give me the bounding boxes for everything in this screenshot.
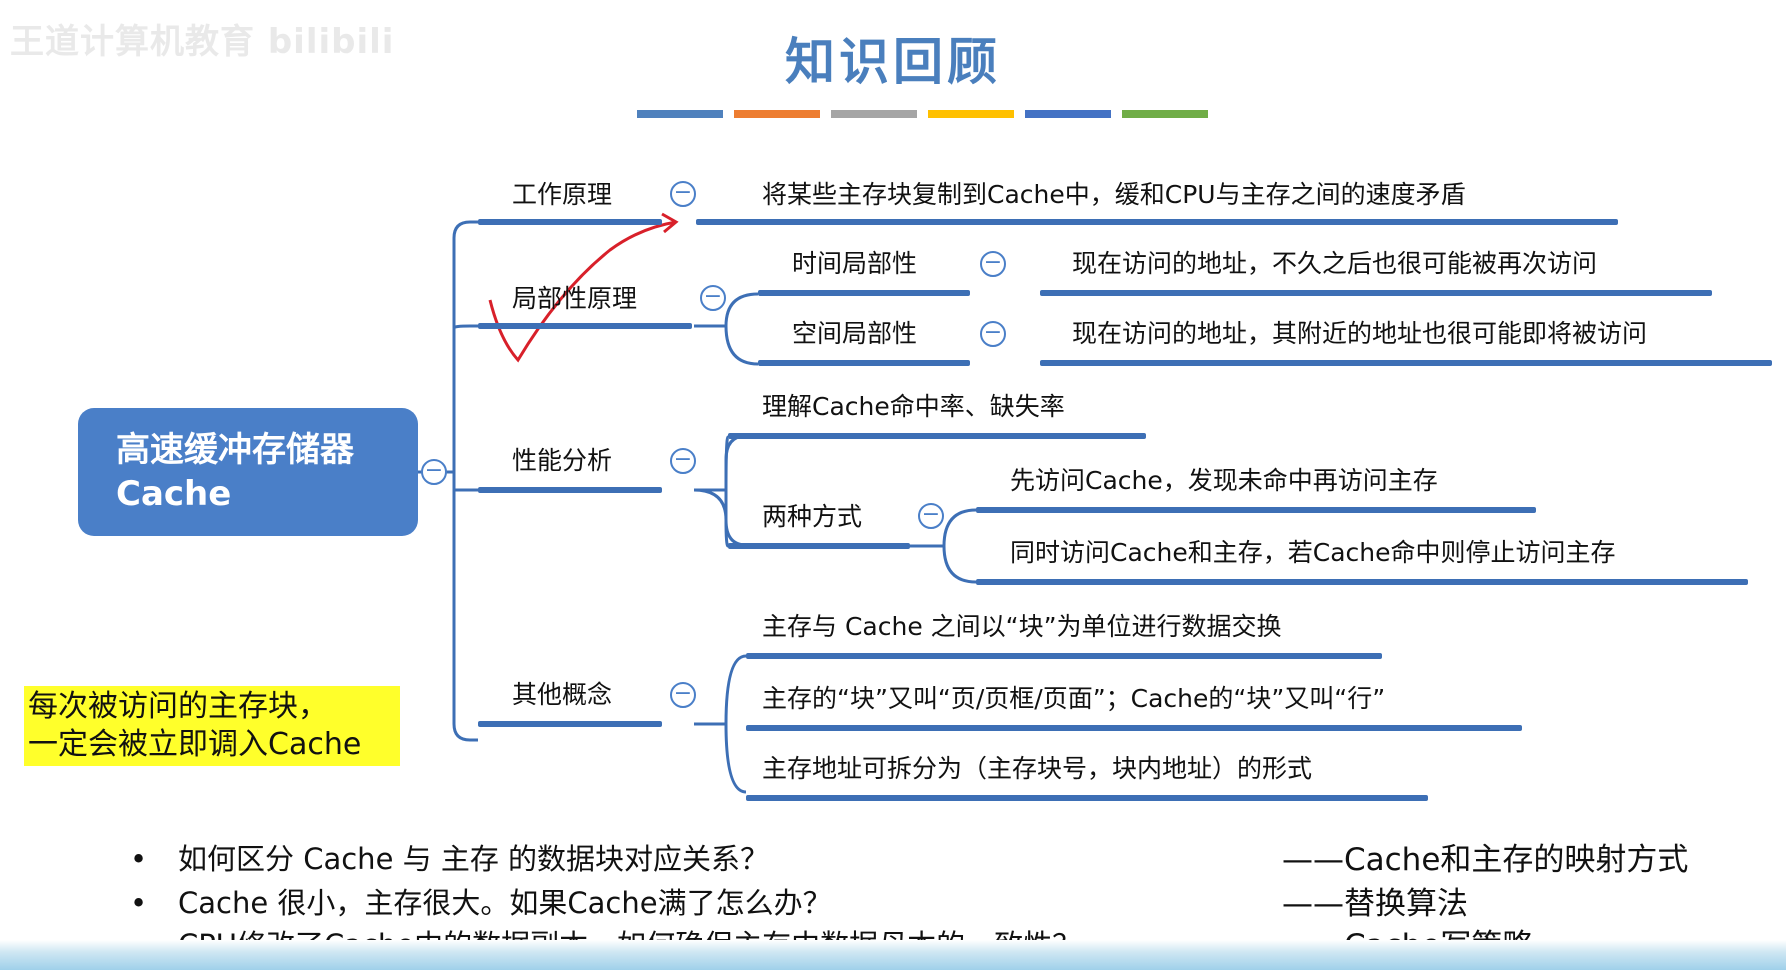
branch-label-other: 其他概念 [512, 680, 613, 709]
branch-label-locality: 局部性原理 [512, 284, 638, 313]
title-colorbar-5 [1025, 110, 1111, 118]
other-concept-1: 主存与 Cache 之间以“块”为单位进行数据交换 [762, 612, 1282, 641]
question-2: • Cache 很小，主存很大。如果Cache满了怎么办？ [130, 880, 832, 922]
way1-underline [976, 507, 1536, 513]
spatial-locality-detail-underline [1040, 360, 1772, 366]
watermark: 王道计算机教育 bilibili [10, 22, 395, 62]
temporal-locality-detail-underline [1040, 290, 1712, 296]
red-checkmark-annotation [488, 212, 679, 363]
root-node-cache: 高速缓冲存储器 Cache [78, 408, 418, 536]
other-concept-3-underline [746, 795, 1428, 801]
title-colorbar-6 [1122, 110, 1208, 118]
other-concept-3: 主存地址可拆分为（主存块号，块内地址）的形式 [762, 754, 1313, 783]
spatial-locality-label: 空间局部性 [792, 319, 918, 348]
page-title: 知识回顾 [785, 32, 1001, 91]
branch-underline-other [478, 721, 662, 727]
work-detail-underline [696, 219, 1618, 225]
title-colorbar-3 [831, 110, 917, 118]
note-line1: 每次被访问的主存块， [28, 689, 328, 724]
collapse-icon-two-ways[interactable]: − [918, 503, 944, 529]
collapse-icon-performance[interactable]: − [670, 448, 696, 474]
question-1: • 如何区分 Cache 与 主存 的数据块对应关系？ [130, 836, 769, 878]
question-2-text: Cache 很小，主存很大。如果Cache满了怎么办？ [178, 886, 832, 920]
bottom-decor-band [0, 940, 1786, 970]
other-concept-2: 主存的“块”又叫“页/页框/页面”；Cache的“块”又叫“行” [762, 684, 1386, 713]
branch-underline-performance [478, 487, 662, 493]
work-detail: 将某些主存块复制到Cache中，缓和CPU与主存之间的速度矛盾 [762, 180, 1466, 209]
hit-rate-underline [728, 433, 1146, 439]
note-line2: 一定会被立即调入Cache [28, 727, 362, 762]
collapse-icon-root[interactable]: − [421, 459, 447, 485]
question-1-text: 如何区分 Cache 与 主存 的数据块对应关系？ [178, 842, 770, 876]
collapse-icon-other[interactable]: − [670, 682, 696, 708]
collapse-icon-temporal[interactable]: − [980, 251, 1006, 277]
title-colorbar-4 [928, 110, 1014, 118]
branch-underline-work [478, 219, 662, 225]
answer-2: ——替换算法 [1282, 886, 1468, 922]
other-concept-1-underline [746, 653, 1382, 659]
two-ways-underline [728, 543, 910, 549]
bullet-icon: • [130, 886, 148, 920]
spatial-locality-underline [758, 360, 970, 366]
branch-label-work: 工作原理 [512, 180, 613, 209]
bullet-icon: • [130, 842, 148, 876]
two-ways-label: 两种方式 [762, 502, 863, 531]
temporal-locality-detail: 现在访问的地址，不久之后也很可能被再次访问 [1072, 249, 1598, 278]
temporal-locality-label: 时间局部性 [792, 249, 918, 278]
branch-underline-locality [478, 323, 692, 329]
branch-label-performance: 性能分析 [512, 446, 613, 475]
temporal-locality-underline [758, 290, 970, 296]
spatial-locality-detail: 现在访问的地址，其附近的地址也很可能即将被访问 [1072, 319, 1648, 348]
root-title-line1: 高速缓冲存储器 [116, 430, 354, 470]
way2-item: 同时访问Cache和主存，若Cache命中则停止访问主存 [1010, 538, 1616, 567]
root-title-line2: Cache [116, 474, 232, 514]
title-colorbar-2 [734, 110, 820, 118]
answer-1: ——Cache和主存的映射方式 [1282, 842, 1689, 878]
other-concept-2-underline [746, 725, 1522, 731]
collapse-icon-locality[interactable]: − [700, 285, 726, 311]
hit-rate-item: 理解Cache命中率、缺失率 [762, 392, 1065, 421]
highlight-note: 每次被访问的主存块， 一定会被立即调入Cache [24, 686, 400, 766]
collapse-icon-work[interactable]: − [670, 181, 696, 207]
way1-item: 先访问Cache，发现未命中再访问主存 [1010, 466, 1438, 495]
collapse-icon-spatial[interactable]: − [980, 321, 1006, 347]
title-colorbar-1 [637, 110, 723, 118]
way2-underline [976, 579, 1748, 585]
